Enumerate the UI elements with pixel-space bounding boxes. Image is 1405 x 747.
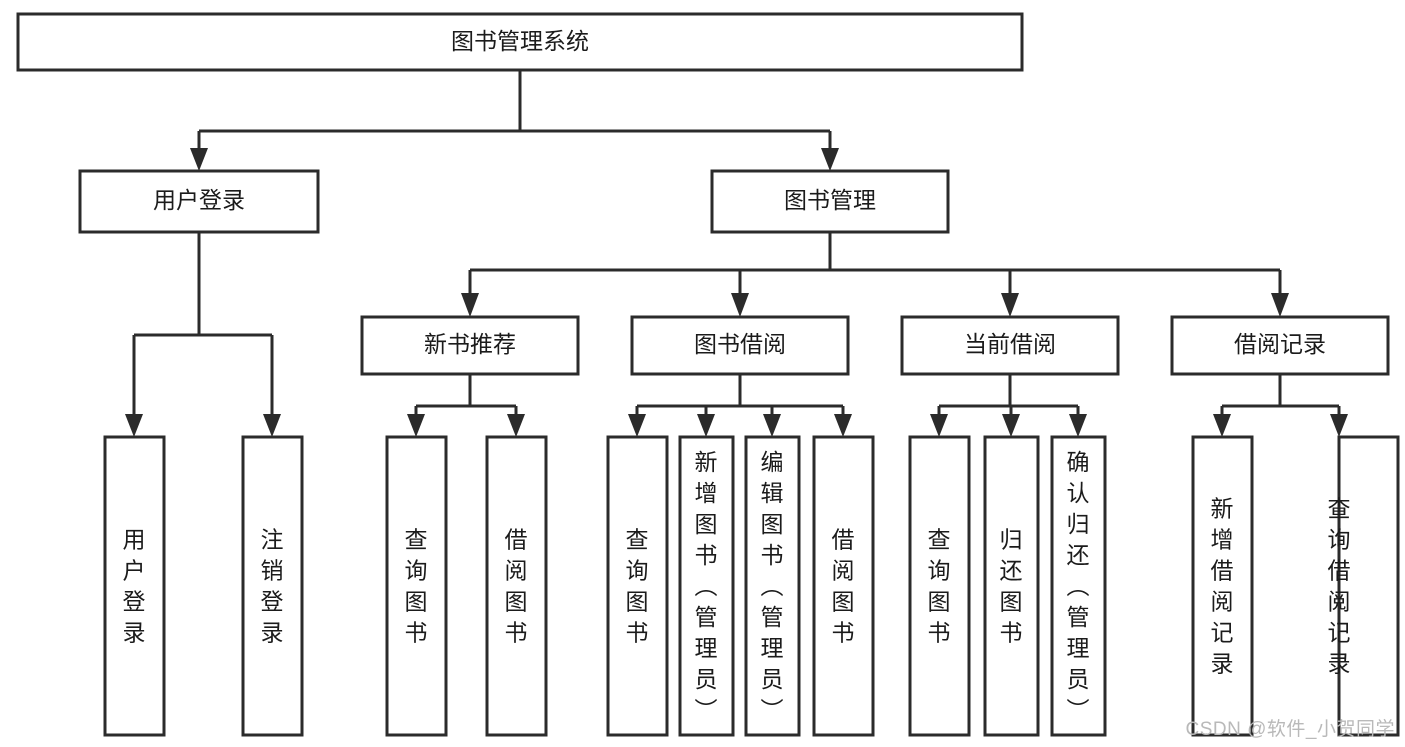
arrow-to-borrow-record (1271, 293, 1289, 317)
connector-layer (125, 70, 1348, 437)
node-book-manage-box[interactable] (710, 169, 950, 234)
node-root[interactable]: 图书管理系统 (16, 12, 1024, 72)
leaf-query-book-borrow[interactable]: 查询图书 (606, 435, 669, 737)
node-root-box[interactable] (16, 12, 1024, 72)
leaf-edit-book-box[interactable] (744, 435, 801, 737)
arrow-to-book-manage (821, 148, 839, 171)
node-user-login-label: 用户登录 (153, 187, 245, 213)
leaf-logout[interactable]: 注销登录 (241, 435, 304, 737)
leaf-query-borrow-record-label: 查询借阅记录 (1328, 496, 1351, 677)
leaf-add-borrow-record[interactable]: 新增借阅记录 (1191, 435, 1254, 737)
leaf-query-borrow-record-box[interactable] (1337, 435, 1400, 737)
leaf-confirm-return-label: 确认归还︵管理员︶ (1067, 449, 1090, 723)
leaf-add-borrow-record-box[interactable] (1191, 435, 1254, 737)
leaf-user-login-label: 用户登录 (123, 527, 146, 646)
node-book-manage[interactable]: 图书管理 (710, 169, 950, 234)
node-book-borrow-label: 图书借阅 (694, 331, 786, 357)
leaf-query-book-borrow-label: 查询图书 (626, 527, 649, 646)
node-new-book-recommend[interactable]: 新书推荐 (360, 315, 580, 376)
leaf-return-book-label: 归还图书 (1000, 527, 1023, 646)
arrow-to-leaf-confirm-return (1069, 414, 1087, 437)
node-borrow-record[interactable]: 借阅记录 (1170, 315, 1390, 376)
arrow-to-leaf-query-record (1330, 414, 1348, 437)
edge-newbook-bus (414, 374, 518, 416)
arrow-to-leaf-logout (263, 414, 281, 437)
leaf-confirm-return-box[interactable] (1050, 435, 1107, 737)
node-borrow-record-box[interactable] (1170, 315, 1390, 376)
edge-bookborrow-bus (635, 374, 845, 416)
node-current-borrow-label: 当前借阅 (964, 331, 1056, 357)
leaf-query-book-current[interactable]: 查询图书 (908, 435, 971, 737)
leaf-query-book-current-box[interactable] (908, 435, 971, 737)
leaf-user-login[interactable]: 用户登录 (103, 435, 166, 737)
node-borrow-record-label: 借阅记录 (1234, 331, 1326, 357)
node-book-borrow-box[interactable] (630, 315, 850, 376)
arrow-to-leaf-borrow-book-1 (507, 414, 525, 437)
arrow-to-leaf-borrow-book-2 (834, 414, 852, 437)
arrow-to-leaf-add-record (1213, 414, 1231, 437)
arrow-to-leaf-user-login (125, 414, 143, 437)
arrow-to-leaf-add-book (697, 414, 715, 437)
edge-bookmanage-bus (468, 232, 1282, 295)
leaf-query-borrow-record[interactable]: 查询借阅记录 (1328, 435, 1400, 737)
leaf-logout-box[interactable] (241, 435, 304, 737)
node-current-borrow-box[interactable] (900, 315, 1120, 376)
leaf-borrow-book-label: 借阅图书 (832, 527, 855, 646)
node-book-manage-label: 图书管理 (784, 187, 876, 213)
arrow-to-leaf-return-book (1002, 414, 1020, 437)
arrow-to-leaf-query-book-2 (628, 414, 646, 437)
leaf-borrow-book-box[interactable] (812, 435, 875, 737)
leaf-return-book-box[interactable] (983, 435, 1040, 737)
leaf-borrow-book-rec-label: 借阅图书 (505, 527, 528, 646)
leaf-edit-book[interactable]: 编辑图书︵管理员︶ (744, 435, 801, 737)
node-book-borrow[interactable]: 图书借阅 (630, 315, 850, 376)
arrow-to-leaf-query-book-3 (930, 414, 948, 437)
edge-root-bus (197, 70, 832, 152)
leaf-borrow-book[interactable]: 借阅图书 (812, 435, 875, 737)
edge-borrowrecord-bus (1220, 374, 1341, 416)
arrow-to-leaf-query-book-1 (407, 414, 425, 437)
edge-userlogin-bus (132, 232, 274, 416)
node-new-book-recommend-label: 新书推荐 (424, 331, 516, 357)
node-current-borrow[interactable]: 当前借阅 (900, 315, 1120, 376)
edge-currentborrow-bus (937, 374, 1080, 416)
node-user-login[interactable]: 用户登录 (78, 169, 320, 234)
arrow-to-current-borrow (1001, 293, 1019, 317)
arrow-to-user-login (190, 148, 208, 171)
leaf-query-book-rec-box[interactable] (385, 435, 448, 737)
leaf-edit-book-label: 编辑图书︵管理员︶ (761, 449, 784, 723)
leaf-add-book[interactable]: 新增图书︵管理员︶ (678, 435, 735, 737)
leaf-query-book-borrow-box[interactable] (606, 435, 669, 737)
node-user-login-box[interactable] (78, 169, 320, 234)
leaf-add-borrow-record-label: 新增借阅记录 (1211, 496, 1234, 677)
leaf-return-book[interactable]: 归还图书 (983, 435, 1040, 737)
node-new-book-recommend-box[interactable] (360, 315, 580, 376)
leaf-borrow-book-rec-box[interactable] (485, 435, 548, 737)
leaf-add-book-box[interactable] (678, 435, 735, 737)
leaf-logout-label: 注销登录 (261, 527, 284, 646)
leaf-query-book-rec-label: 查询图书 (405, 527, 428, 646)
node-root-label: 图书管理系统 (451, 28, 589, 54)
leaf-user-login-box[interactable] (103, 435, 166, 737)
leaf-query-book-rec[interactable]: 查询图书 (385, 435, 448, 737)
leaf-add-book-label: 新增图书︵管理员︶ (695, 449, 718, 723)
leaf-confirm-return[interactable]: 确认归还︵管理员︶ (1050, 435, 1107, 737)
leaf-query-book-current-label: 查询图书 (928, 527, 951, 646)
arrow-to-new-book-rec (461, 293, 479, 317)
leaf-borrow-book-rec[interactable]: 借阅图书 (485, 435, 548, 737)
arrow-to-leaf-edit-book (763, 414, 781, 437)
arrow-to-book-borrow (731, 293, 749, 317)
csdn-watermark: CSDN @软件_小贺同学 (1185, 719, 1395, 740)
